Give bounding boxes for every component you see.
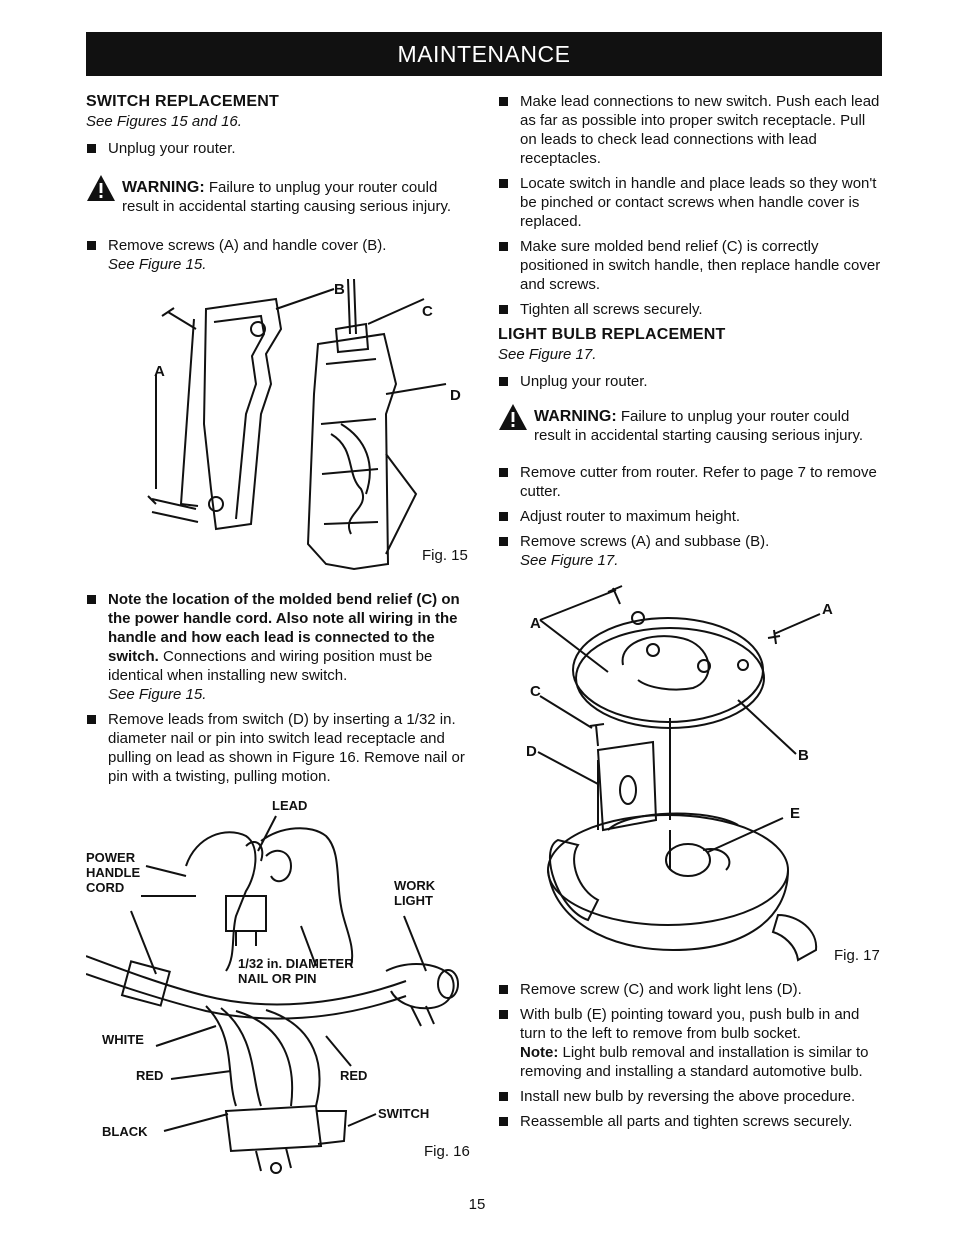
note-see: See Figure 15. <box>108 686 207 703</box>
bulb-see: See Figure 17. <box>498 346 597 363</box>
bulb-step-6: With bulb (E) pointing toward you, push … <box>498 1005 884 1081</box>
bulb-step-2: Remove cutter from router. Refer to page… <box>498 463 884 501</box>
bulb-note-label: Note: <box>520 1044 559 1061</box>
section-title: MAINTENANCE <box>397 40 571 67</box>
fig16-caption: Fig. 16 <box>424 1143 470 1160</box>
switch-step-2-see: See Figure 15. <box>108 256 207 273</box>
fig16-label-nail: 1/32 in. DIAMETER NAIL OR PIN <box>238 956 354 986</box>
bulb-step-4: Remove screws (A) and subbase (B). <box>498 532 884 551</box>
fig17-label-b: B <box>798 747 809 764</box>
fig16-label-work-light: WORK LIGHT <box>394 878 436 908</box>
bulb-step-1: Unplug your router. <box>498 372 884 391</box>
bulb-step-4-see: See Figure 17. <box>520 552 619 569</box>
note-bold-text: Note the location of the molded bend rel… <box>108 591 460 665</box>
switch-note: Note the location of the molded bend rel… <box>86 590 470 704</box>
figure-16-drawing <box>86 815 459 1174</box>
fig17-label-a-left: A <box>530 615 541 632</box>
fig17-label-d: D <box>526 743 537 760</box>
bulb-step-5: Remove screw (C) and work light lens (D)… <box>498 980 884 999</box>
switch-heading: SWITCH REPLACEMENT <box>86 93 279 110</box>
fig16-label-red-left: RED <box>136 1068 164 1083</box>
bulb-step-8: Reassemble all parts and tighten screws … <box>498 1112 884 1131</box>
left-column: SWITCH REPLACEMENT See Figures 15 and 16… <box>86 92 470 1176</box>
fig15-label-b: B <box>334 281 345 298</box>
figure-17: A A C D B E Fig. 17 <box>498 570 884 980</box>
bulb-heading: LIGHT BULB REPLACEMENT <box>498 326 726 343</box>
fig16-label-red-right: RED <box>340 1068 368 1083</box>
fig17-caption: Fig. 17 <box>834 947 880 964</box>
bulb-note-text: Light bulb removal and installation is s… <box>520 1044 869 1080</box>
fig16-label-power-cord: POWER HANDLE CORD <box>86 850 141 895</box>
switch-step-7: Tighten all screws securely. <box>498 300 884 319</box>
fig15-caption: Fig. 15 <box>422 547 468 564</box>
fig16-label-white: WHITE <box>102 1032 144 1047</box>
right-column: Make lead connections to new switch. Pus… <box>498 92 884 1137</box>
switch-step-1: Unplug your router. <box>86 139 470 158</box>
section-banner: MAINTENANCE <box>86 32 882 76</box>
fig17-label-e: E <box>790 805 801 822</box>
fig16-label-black: BLACK <box>102 1124 148 1139</box>
warning-text: Failure to unplug your router could resu… <box>122 179 452 215</box>
switch-warning: WARNING: Failure to unplug your router c… <box>86 175 470 216</box>
figure-15: A B C D Fig. 15 <box>86 274 470 584</box>
fig15-label-c: C <box>422 303 433 320</box>
fig17-label-c: C <box>530 683 541 700</box>
fig16-label-switch: SWITCH <box>378 1106 430 1121</box>
switch-step-5: Locate switch in handle and place leads … <box>498 174 884 231</box>
switch-step-3: Remove leads from switch (D) by insertin… <box>86 710 470 786</box>
fig15-label-a: A <box>154 363 165 380</box>
fig16-label-lead: LEAD <box>272 798 308 813</box>
switch-step-2: Remove screws (A) and handle cover (B). <box>86 236 470 255</box>
switch-see: See Figures 15 and 16. <box>86 113 242 130</box>
bulb-step-6-text: With bulb (E) pointing toward you, push … <box>520 1006 860 1042</box>
figure-16: LEAD POWER HANDLE CORD WORK LIGHT 1/32 i… <box>86 796 470 1176</box>
page-number: 15 <box>468 1196 486 1213</box>
warning-icon <box>87 175 115 201</box>
switch-step-6: Make sure molded bend relief (C) is corr… <box>498 237 884 294</box>
bulb-step-7: Install new bulb by reversing the above … <box>498 1087 884 1106</box>
warning-text: Failure to unplug your router could resu… <box>534 408 864 444</box>
warning-label: WARNING: <box>122 179 205 196</box>
note-text: Connections and wiring position must be … <box>108 648 433 684</box>
switch-step-4: Make lead connections to new switch. Pus… <box>498 92 884 168</box>
warning-label: WARNING: <box>534 408 617 425</box>
fig17-label-a-right: A <box>822 601 833 618</box>
bulb-step-3: Adjust router to maximum height. <box>498 507 884 526</box>
bulb-warning: WARNING: Failure to unplug your router c… <box>498 404 884 445</box>
warning-icon <box>499 404 527 430</box>
fig15-label-d: D <box>450 387 461 404</box>
figure-15-drawing <box>147 278 447 571</box>
figure-17-drawing <box>537 585 821 962</box>
